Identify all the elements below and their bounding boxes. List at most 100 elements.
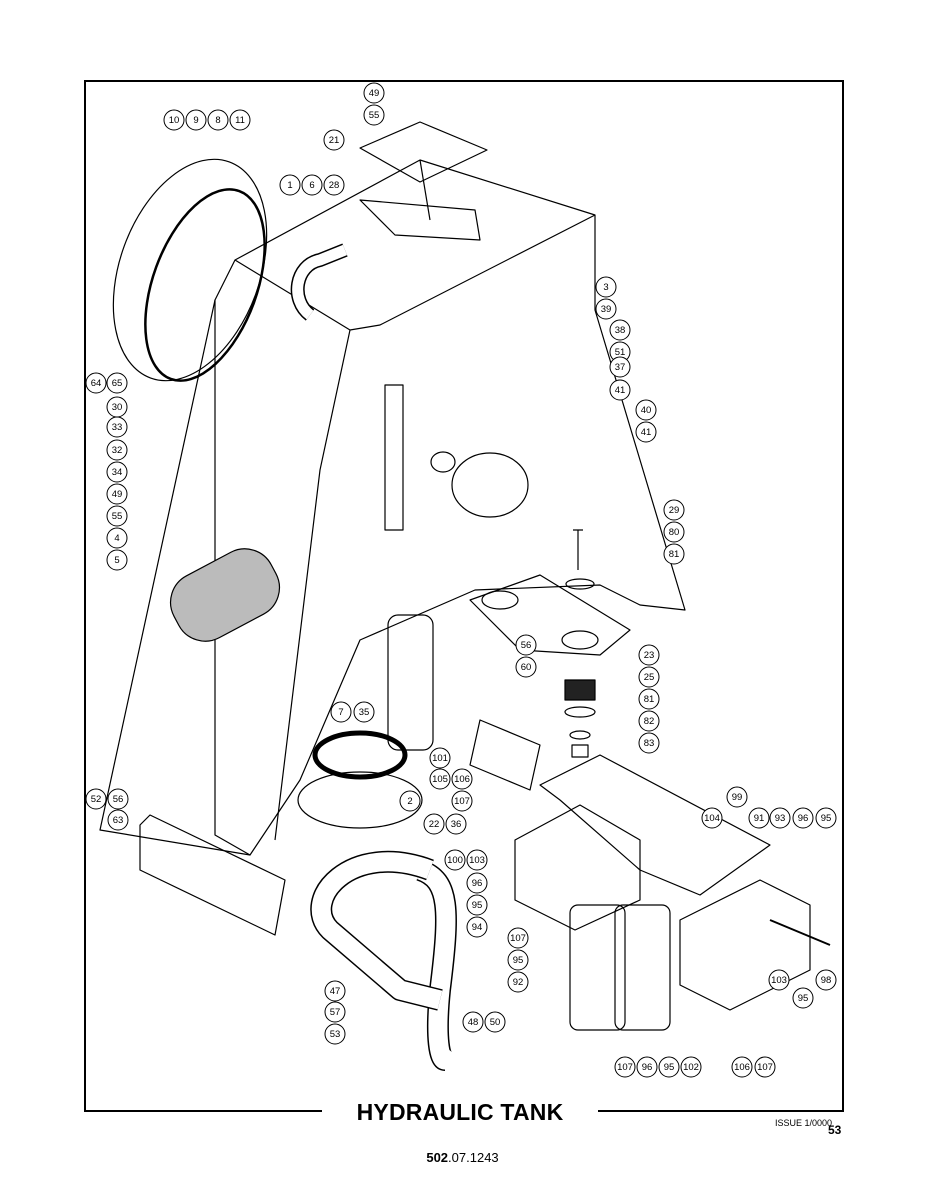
callout-label: 6 [309, 180, 314, 191]
cover-plate [359, 121, 488, 183]
callout-label: 37 [615, 362, 626, 373]
callout-105: 105 [429, 768, 451, 790]
callout-label: 105 [432, 774, 448, 785]
callout-50: 50 [484, 1011, 506, 1033]
callout-106: 106 [451, 768, 473, 790]
callout-41: 41 [635, 421, 657, 443]
callout-49: 49 [106, 483, 128, 505]
callout-label: 99 [732, 792, 743, 803]
callout-107: 107 [754, 1056, 776, 1078]
callout-35: 35 [353, 701, 375, 723]
callout-label: 57 [330, 1007, 341, 1018]
callout-label: 1 [287, 180, 292, 191]
callout-label: 29 [669, 505, 680, 516]
callout-label: 33 [112, 422, 123, 433]
callout-60: 60 [515, 656, 537, 678]
callout-label: 49 [369, 88, 380, 99]
callout-label: 41 [641, 427, 652, 438]
callout-96: 96 [636, 1056, 658, 1078]
callout-label: 96 [798, 813, 809, 824]
callout-11: 11 [229, 109, 251, 131]
callout-label: 100 [447, 855, 463, 866]
callout-label: 55 [112, 511, 123, 522]
suction-strainer [169, 548, 281, 642]
callout-98: 98 [815, 969, 837, 991]
callout-64: 64 [85, 372, 107, 394]
callout-93: 93 [769, 807, 791, 829]
callout-label: 81 [644, 694, 655, 705]
callout-label: 63 [113, 815, 124, 826]
callout-label: 38 [615, 325, 626, 336]
callout-83: 83 [638, 732, 660, 754]
callout-label: 101 [432, 753, 448, 764]
callout-82: 82 [638, 710, 660, 732]
callout-95: 95 [507, 949, 529, 971]
callout-33: 33 [106, 416, 128, 438]
callout-label: 104 [704, 813, 720, 824]
callout-36: 36 [445, 813, 467, 835]
callout-57: 57 [324, 1001, 346, 1023]
callout-47: 47 [324, 980, 346, 1002]
callout-label: 3 [603, 282, 608, 293]
document-number: 502.07.1243 [0, 1150, 925, 1165]
callout-49: 49 [363, 82, 385, 104]
callout-label: 102 [683, 1062, 699, 1073]
callout-38: 38 [609, 319, 631, 341]
callout-65: 65 [106, 372, 128, 394]
callout-label: 10 [169, 115, 180, 126]
callout-29: 29 [663, 499, 685, 521]
callout-label: 36 [451, 819, 462, 830]
callout-label: 5 [114, 555, 119, 566]
callout-label: 98 [821, 975, 832, 986]
callout-label: 2 [407, 796, 412, 807]
callout-label: 50 [490, 1017, 501, 1028]
callout-label: 25 [644, 672, 655, 683]
callout-label: 41 [615, 385, 626, 396]
callout-label: 23 [644, 650, 655, 661]
callout-label: 83 [644, 738, 655, 749]
issue-label: ISSUE 1/0000 [775, 1118, 833, 1128]
callout-48: 48 [462, 1011, 484, 1033]
callout-label: 48 [468, 1017, 479, 1028]
callout-label: 11 [235, 115, 245, 126]
callout-32: 32 [106, 439, 128, 461]
callout-107: 107 [614, 1056, 636, 1078]
callout-28: 28 [323, 174, 345, 196]
callout-30: 30 [106, 396, 128, 418]
callout-label: 32 [112, 445, 123, 456]
callout-103: 103 [768, 969, 790, 991]
callout-92: 92 [507, 971, 529, 993]
callout-21: 21 [323, 129, 345, 151]
callout-81: 81 [638, 688, 660, 710]
callout-label: 28 [329, 180, 340, 191]
callout-label: 107 [454, 796, 470, 807]
callout-label: 60 [521, 662, 532, 673]
callout-96: 96 [466, 872, 488, 894]
callout-5: 5 [106, 549, 128, 571]
tank-body [214, 159, 686, 856]
callout-56: 56 [107, 788, 129, 810]
callout-label: 9 [193, 115, 198, 126]
callout-label: 91 [754, 813, 765, 824]
callout-label: 107 [510, 933, 526, 944]
callout-2: 2 [399, 790, 421, 812]
callout-label: 93 [775, 813, 786, 824]
callout-37: 37 [609, 356, 631, 378]
callout-label: 95 [513, 955, 524, 966]
callout-label: 49 [112, 489, 123, 500]
callout-label: 106 [454, 774, 470, 785]
callout-9: 9 [185, 109, 207, 131]
callout-label: 47 [330, 986, 341, 997]
callout-95: 95 [792, 987, 814, 1009]
callout-53: 53 [324, 1023, 346, 1045]
callout-label: 94 [472, 922, 483, 933]
callout-99: 99 [726, 786, 748, 808]
callout-52: 52 [85, 788, 107, 810]
callout-label: 92 [513, 977, 524, 988]
callout-label: 7 [338, 707, 343, 718]
callout-56: 56 [515, 634, 537, 656]
callout-91: 91 [748, 807, 770, 829]
callout-label: 51 [615, 347, 626, 358]
callout-label: 56 [113, 794, 124, 805]
